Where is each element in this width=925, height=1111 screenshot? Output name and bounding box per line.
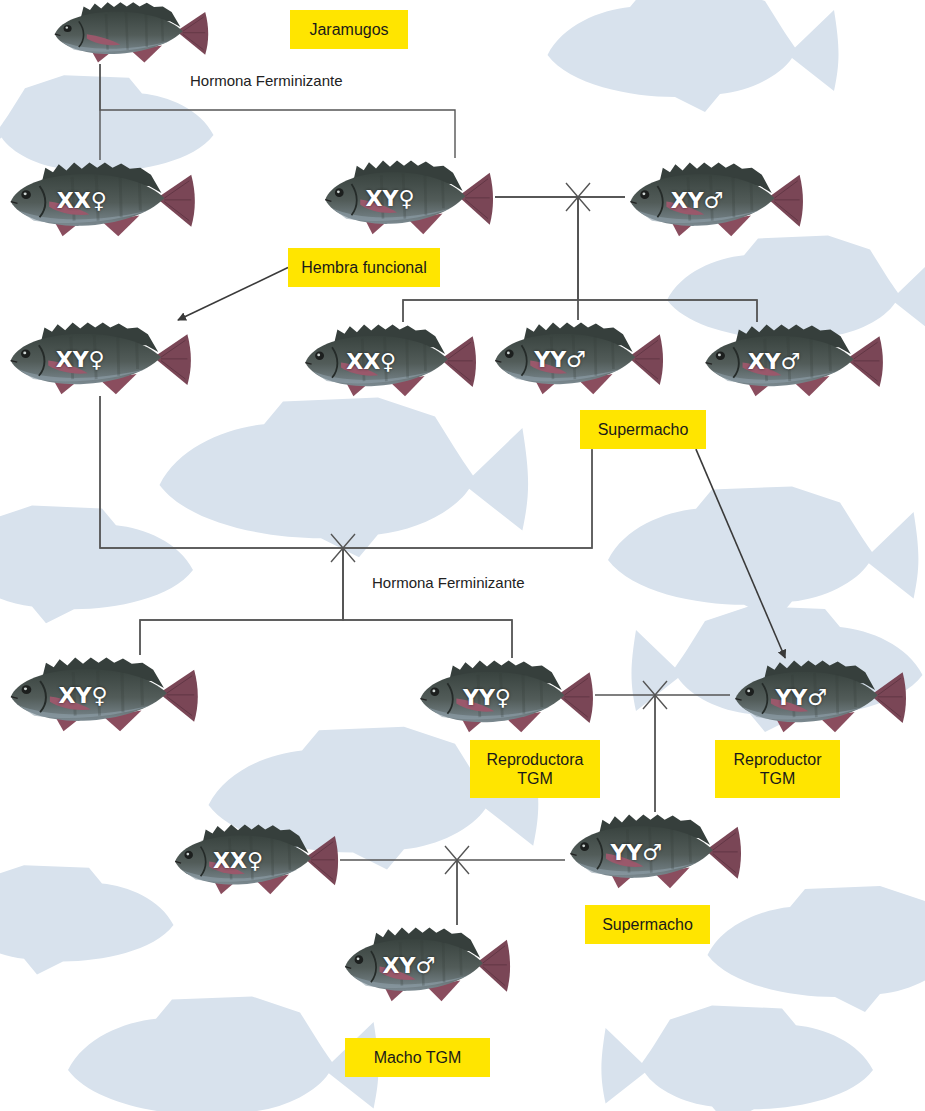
label-box: Reproductor TGM bbox=[715, 740, 840, 798]
arrow-connector bbox=[696, 449, 785, 658]
treatment-label: Hormona Ferminizante bbox=[190, 72, 343, 90]
cross-line bbox=[578, 197, 625, 320]
fish-shape bbox=[11, 323, 191, 395]
label-box: Macho TGM bbox=[345, 1038, 490, 1077]
caption-label: Reproductor TGM bbox=[723, 750, 832, 788]
genotype-label: XY♀ bbox=[56, 349, 105, 371]
label-box: Hembra funcional bbox=[288, 248, 440, 287]
fish-node: XX♀ bbox=[170, 822, 340, 896]
fish-shape bbox=[735, 661, 906, 733]
caption-label: Reproductora TGM bbox=[478, 750, 592, 788]
fish-node: XY♂ bbox=[340, 925, 512, 1003]
treatment-label: Hormona Ferminizante bbox=[372, 574, 525, 592]
fish-illustration bbox=[50, 0, 210, 64]
connectors bbox=[100, 64, 785, 925]
fish-node: XY♀ bbox=[320, 158, 495, 236]
genotype-label: YY♂ bbox=[775, 687, 827, 709]
genotype-label: YY♀ bbox=[463, 687, 511, 709]
caption-label: Supermacho bbox=[593, 915, 702, 934]
fish-shape bbox=[706, 325, 883, 397]
genotype-label: XY♂ bbox=[671, 190, 724, 212]
genotype-label: YY♂ bbox=[534, 349, 586, 371]
genotype-label: XY♀ bbox=[365, 188, 414, 210]
fish-node: XY♀ bbox=[5, 655, 200, 733]
fish-shape bbox=[11, 658, 198, 732]
arrow-connector bbox=[178, 268, 288, 320]
fish-shape bbox=[325, 161, 493, 235]
background-fish bbox=[601, 1006, 873, 1111]
caption-label: Supermacho bbox=[588, 420, 698, 439]
genotype-label: XY♀ bbox=[58, 685, 107, 707]
fish-node: XX♀ bbox=[300, 322, 478, 398]
cross-line bbox=[457, 860, 565, 925]
fish-shape bbox=[11, 163, 195, 237]
fish-node: YY♀ bbox=[415, 658, 595, 734]
caption-label: Macho TGM bbox=[353, 1048, 482, 1067]
cross-line bbox=[340, 860, 457, 925]
fish-node: XY♂ bbox=[625, 160, 805, 238]
fish-shape bbox=[305, 325, 476, 397]
background-fish bbox=[0, 865, 173, 974]
background-fish bbox=[632, 606, 923, 732]
cross-line bbox=[100, 64, 455, 158]
genotype-label: XX♀ bbox=[57, 190, 107, 212]
cross-line bbox=[595, 695, 655, 812]
label-box: Supermacho bbox=[580, 410, 706, 449]
fish-shape bbox=[570, 815, 741, 889]
fish-node: XY♀ bbox=[5, 320, 193, 396]
fish-node: YY♂ bbox=[730, 658, 908, 734]
cross-line bbox=[140, 449, 592, 655]
caption-label: Hembra funcional bbox=[296, 258, 432, 277]
background-fish bbox=[68, 996, 378, 1111]
cross-line bbox=[100, 396, 343, 655]
fish-shape bbox=[420, 661, 593, 733]
fish-node: Jaramugos bbox=[50, 0, 410, 64]
cross-line bbox=[100, 396, 512, 658]
label-box: Reproductora TGM bbox=[470, 740, 600, 798]
genotype-label: XX♀ bbox=[213, 850, 263, 872]
fish-node: YY♂ bbox=[565, 812, 743, 890]
background-fish bbox=[160, 398, 529, 558]
genotype-label: YY♂ bbox=[610, 842, 662, 864]
background-fish bbox=[0, 506, 193, 624]
background-fish bbox=[548, 0, 839, 112]
fish-shape bbox=[345, 928, 510, 1002]
fish-shape bbox=[55, 2, 208, 62]
fish-shape bbox=[630, 163, 803, 237]
genotype-label: XY♂ bbox=[748, 351, 801, 373]
genotype-label: XX♀ bbox=[346, 351, 396, 373]
fish-node: YY♂ bbox=[490, 320, 665, 396]
fish-node: XX♀ bbox=[5, 160, 197, 238]
genotype-label: XY♂ bbox=[382, 955, 435, 977]
cross-line bbox=[495, 197, 578, 320]
fish-node: XY♂ bbox=[700, 322, 885, 398]
label-box: Supermacho bbox=[585, 905, 710, 944]
caption-label: Jaramugos bbox=[290, 10, 408, 49]
fish-shape bbox=[175, 824, 338, 894]
background-fish bbox=[608, 486, 918, 620]
fish-shape bbox=[495, 323, 663, 395]
background-fish bbox=[708, 886, 925, 1012]
cross-line bbox=[343, 449, 592, 658]
